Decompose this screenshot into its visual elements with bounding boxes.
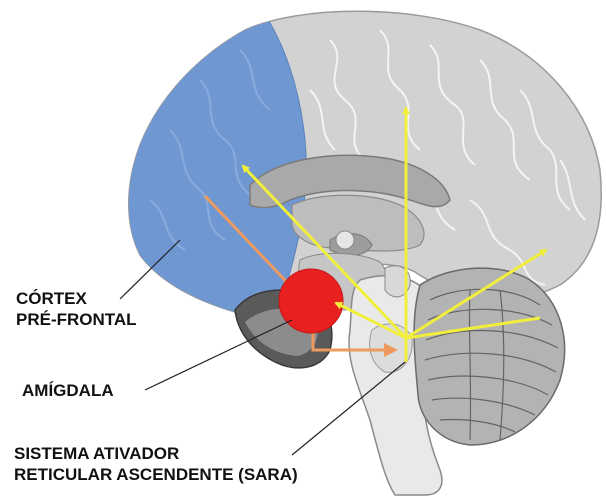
label-prefrontal-cortex-line2: PRÉ-FRONTAL [16,309,137,330]
label-amygdala: AMÍGDALA [22,380,114,401]
prefrontal-cortex-region [100,0,306,330]
label-prefrontal-cortex-line1: CÓRTEX [16,288,137,309]
cerebellum [414,268,565,445]
label-prefrontal-cortex: CÓRTEX PRÉ-FRONTAL [16,288,137,330]
label-sara-line2: RETICULAR ASCENDENTE (SARA) [14,464,298,485]
label-sara: SISTEMA ATIVADOR RETICULAR ASCENDENTE (S… [14,443,298,485]
label-sara-line1: SISTEMA ATIVADOR [14,443,298,464]
amygdala-region [279,269,343,333]
